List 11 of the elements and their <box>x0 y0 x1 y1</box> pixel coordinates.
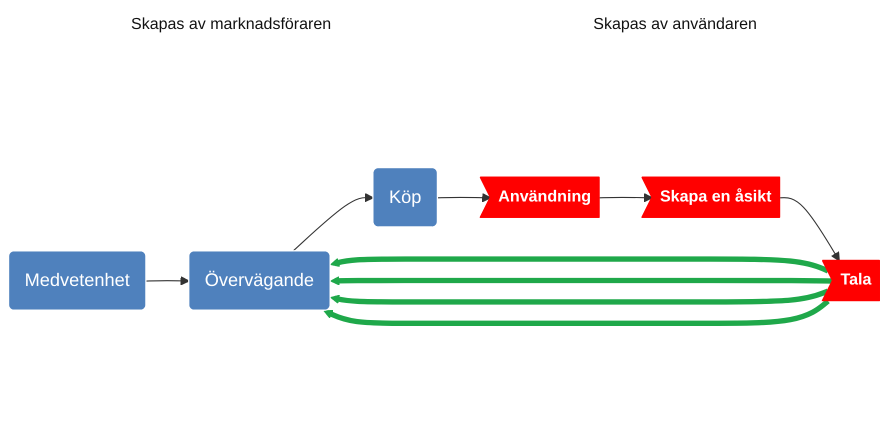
arrow <box>438 192 492 202</box>
arrow <box>600 192 653 202</box>
arrow <box>292 192 374 252</box>
arrow <box>323 298 830 326</box>
arrow <box>330 288 829 304</box>
bracket-label: Skapas av marknadsföraren <box>131 16 332 34</box>
arrow <box>146 276 190 286</box>
bracket-label: Skapas av användaren <box>593 16 757 34</box>
arrow <box>330 276 834 286</box>
arrow <box>330 256 829 273</box>
arrow <box>780 196 840 261</box>
